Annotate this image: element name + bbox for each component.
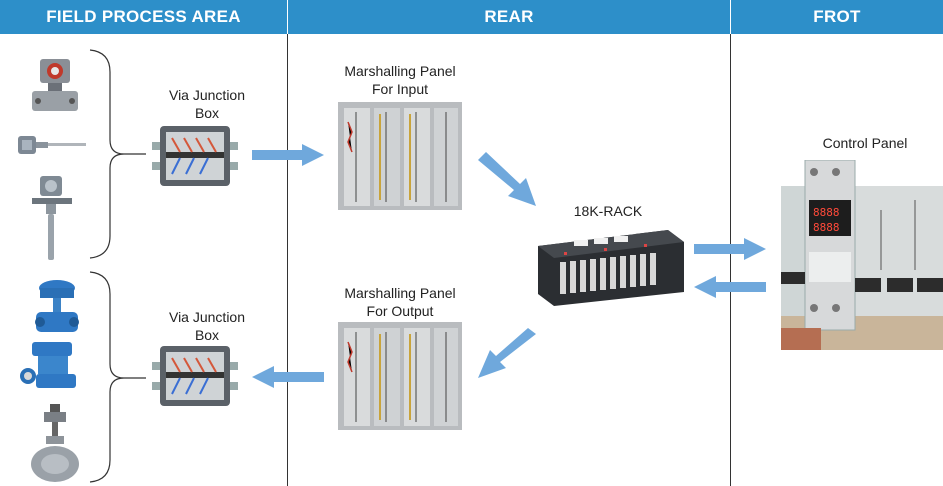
junction-box-top-label: Via Junction Box xyxy=(134,86,280,122)
header-front: FROT xyxy=(731,0,943,34)
input-group-bracket xyxy=(88,48,148,260)
control-panel-display-bottom: 8888 xyxy=(813,221,840,234)
valve-positioner-image xyxy=(18,340,84,392)
header-field-process-area: FIELD PROCESS AREA xyxy=(0,0,287,34)
marshalling-panel-input-label-line2: For Input xyxy=(371,81,429,97)
globe-valve-image xyxy=(28,402,82,484)
arrow-marshalling-input-to-rack xyxy=(474,150,540,210)
control-panel-display-top: 8888 xyxy=(813,206,840,219)
temperature-sensor-image xyxy=(14,126,88,168)
junction-box-top-label-line1: Via Junction xyxy=(168,87,245,103)
junction-box-bottom-label-line1: Via Junction xyxy=(168,309,245,325)
header-divider xyxy=(730,0,731,34)
arrow-marshalling-output-to-jb xyxy=(250,364,326,390)
marshalling-panel-input-image xyxy=(338,102,462,210)
junction-box-bottom-label-line2: Box xyxy=(194,327,220,343)
header-divider xyxy=(287,0,288,34)
marshalling-panel-output-label: Marshalling Panel For Output xyxy=(320,284,480,320)
control-valve-image xyxy=(32,278,82,338)
junction-box-bottom-label: Via Junction Box xyxy=(134,308,280,344)
arrow-jb-to-marshalling-input xyxy=(250,142,326,168)
control-panel-image: 8888 8888 xyxy=(781,160,943,350)
junction-box-top-label-line2: Box xyxy=(194,105,220,121)
marshalling-panel-input-label-line1: Marshalling Panel xyxy=(344,63,456,79)
section-divider-left xyxy=(287,34,288,486)
marshalling-panel-output-image xyxy=(338,322,462,430)
arrow-rack-to-control-panel xyxy=(692,236,768,262)
marshalling-panel-input-label: Marshalling Panel For Input xyxy=(320,62,480,98)
header-rear: REAR xyxy=(288,0,730,34)
control-panel-label: Control Panel xyxy=(822,135,908,151)
output-group-bracket xyxy=(88,270,148,484)
marshalling-panel-output-label-line1: Marshalling Panel xyxy=(344,285,456,301)
junction-box-top-image xyxy=(150,122,240,190)
arrow-control-panel-to-rack xyxy=(692,274,768,300)
rack-label: 18K-RACK xyxy=(573,203,643,219)
rack-image xyxy=(534,222,688,310)
arrow-rack-to-marshalling-output xyxy=(474,326,540,382)
junction-box-bottom-image xyxy=(150,342,240,410)
marshalling-panel-output-label-line2: For Output xyxy=(366,303,434,319)
section-divider-right xyxy=(730,34,731,486)
pressure-transmitter-image xyxy=(22,55,86,119)
level-transmitter-image xyxy=(26,172,80,264)
